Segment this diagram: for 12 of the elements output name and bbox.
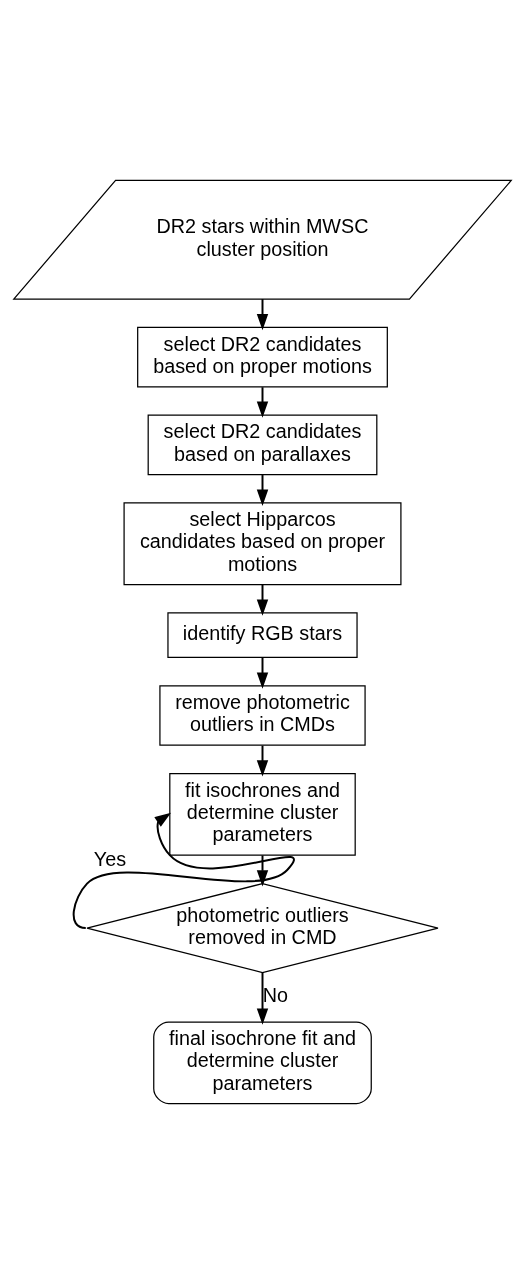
arrow	[256, 971, 268, 1025]
node-box: fit isochrones and determine cluster parameters	[168, 773, 356, 856]
node-box: remove photometric outliers in CMDs	[158, 685, 366, 746]
edge-label: No	[262, 983, 288, 1006]
node-box: identify RGB stars	[166, 612, 358, 659]
node-box: select DR2 candidates based on parallaxes	[147, 414, 377, 476]
node-box: select Hipparcos candidates based on proper motions	[122, 502, 402, 586]
edge-label: Yes	[93, 848, 126, 871]
node-diamond: photometric outliers removed in CMD	[85, 882, 439, 974]
arrow	[72, 812, 294, 930]
node-box: final isochrone fit and determine cluster parameters	[152, 1021, 372, 1105]
node-box: select DR2 candidates based on proper motions	[136, 326, 388, 388]
